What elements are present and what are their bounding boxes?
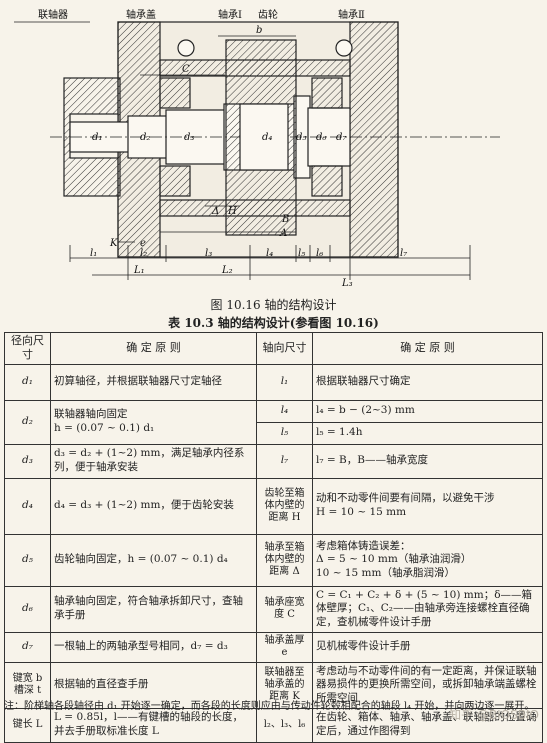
cell-rule: 一根轴上的两轴承型号相同，d₇ = d₃ [50, 631, 257, 663]
label-coupling: 联轴器 [38, 8, 68, 21]
label-L2: L₂ [221, 265, 233, 276]
label-shaft2: 轴承Ⅱ [338, 8, 365, 21]
label-d5: d₅ [296, 132, 306, 143]
label-gear: 齿轮 [258, 8, 278, 21]
label-d4: d₄ [262, 132, 272, 143]
cell-rule: l₄ = b − (2~3) mm [312, 399, 543, 423]
header-rule1: 确 定 原 则 [50, 332, 257, 365]
cell-symbol: d₃ [4, 443, 51, 479]
dimension-lines [14, 21, 471, 280]
cell-rule: 轴承轴向固定，符合轴承拆卸尺寸，查轴承手册 [50, 585, 257, 633]
cell-symbol: 齿轮至箱体内壁的距离 H [256, 477, 313, 535]
header-rule2: 确 定 原 则 [312, 332, 543, 365]
cell-symbol: d₁ [4, 363, 51, 401]
cell-rule: 联轴器轴向固定 h = (0.07 ~ 0.1) d₁ [50, 399, 257, 445]
cell-symbol: d₂ [4, 399, 51, 445]
label-B: B [281, 214, 289, 225]
cell-symbol: d₄ [4, 477, 51, 535]
cell-rule: 考虑动与不动零件间的有一定距离，并保证联轴器易损件的更换所需空间，或拆卸轴承端盖… [312, 661, 543, 709]
cell-rule: 根据轴的直径查手册 [50, 661, 257, 709]
cell-symbol: l₁ [256, 363, 313, 401]
label-l6: l₆ [316, 248, 323, 259]
label-C: C [182, 64, 190, 75]
drawing-labels: 联轴器 轴承盖 轴承Ⅰ 齿轮 轴承Ⅱ b C d₁ d₂ d₃ d₄ d₅ d₆… [38, 8, 407, 289]
cell-rule: 根据联轴器尺寸确定 [312, 363, 543, 401]
design-rules-table: 径向尺寸 确 定 原 则 轴向尺寸 确 定 原 则 d₁ 初算轴径，并根据联轴器… [4, 332, 543, 743]
cell-symbol: 轴承盖厚 e [256, 631, 313, 663]
cell-rule: l₅ = 1.4h [312, 421, 543, 445]
bearings [159, 39, 353, 197]
table-row: d₁ 初算轴径，并根据联轴器尺寸定轴径 l₁ 根据联轴器尺寸确定 [4, 363, 543, 401]
label-l1: l₁ [90, 248, 97, 259]
cell-symbol: d₆ [4, 585, 51, 633]
label-d6: d₆ [316, 132, 326, 143]
label-l5: l₅ [298, 248, 305, 259]
label-e: e [140, 238, 146, 249]
table-note: 注：阶梯轴各段轴径由 d₁ 开始逐一确定，而各段的长度则应由与传动件轮毂相配合的… [4, 701, 535, 712]
label-d1: d₁ [92, 132, 102, 143]
table-row: d₆ 轴承轴向固定，符合轴承拆卸尺寸，查轴承手册 轴承座宽度 C C = C₁ … [4, 585, 543, 633]
table-row: d₄ d₄ = d₃ + (1~2) mm，便于齿轮安装 齿轮至箱体内壁的距离 … [4, 477, 543, 535]
cell-symbol: l₇ [256, 443, 313, 479]
cell-rule: C = C₁ + C₂ + δ + (5 ~ 10) mm；δ——箱体壁厚；C₁… [312, 585, 543, 633]
cell-rule: d₄ = d₃ + (1~2) mm，便于齿轮安装 [50, 477, 257, 535]
label-delta: Δ [211, 206, 219, 217]
cell-symbol: d₅ [4, 533, 51, 587]
shaft-structure-drawing: 联轴器 轴承盖 轴承Ⅰ 齿轮 轴承Ⅱ b C d₁ d₂ d₃ d₄ d₅ d₆… [14, 8, 500, 289]
cell-rule: 初算轴径，并根据联轴器尺寸定轴径 [50, 363, 257, 401]
table-caption: 表 10.3 轴的结构设计(参看图 10.16) [168, 316, 379, 330]
gear-body [225, 39, 297, 236]
table-row: d₂ 联轴器轴向固定 h = (0.07 ~ 0.1) d₁ l₄ l₄ = b… [4, 399, 543, 445]
cell-rule: l₇ = B，B——轴承宽度 [312, 443, 543, 479]
label-shaft1: 轴承Ⅰ [218, 8, 242, 21]
label-l7: l₇ [400, 248, 407, 259]
cell-symbol: 轴承至箱体内壁的距离 Δ [256, 533, 313, 587]
label-b: b [256, 25, 262, 36]
header-axial: 轴向尺寸 [256, 332, 313, 365]
cell-symbol: l₅ [256, 421, 313, 445]
label-K: K [109, 238, 118, 249]
cell-rule: 考虑箱体铸造误差： Δ = 5 ~ 10 mm（轴承油润滑） 10 ~ 15 m… [312, 533, 543, 587]
cell-rule: d₃ = d₂ + (1~2) mm，满足轴承内径系列，便于轴承安装 [50, 443, 257, 479]
label-l4: l₄ [266, 248, 273, 259]
cell-symbol: 轴承座宽度 C [256, 585, 313, 633]
cell-symbol: l₄ [256, 399, 313, 423]
table-row: d₇ 一根轴上的两轴承型号相同，d₇ = d₃ 轴承盖厚 e 见机械零件设计手册 [4, 631, 543, 663]
table-row: d₅ 齿轮轴向固定，h = (0.07 ~ 0.1) d₄ 轴承至箱体内壁的距离… [4, 533, 543, 587]
figure-caption: 图 10.16 轴的结构设计 [210, 298, 337, 312]
label-d2: d₂ [140, 132, 150, 143]
cell-rule: 见机械零件设计手册 [312, 631, 543, 663]
label-A: A [279, 228, 287, 239]
cell-rule: 齿轮轴向固定，h = (0.07 ~ 0.1) d₄ [50, 533, 257, 587]
cell-rule: 动和不动零件间要有间隔，以避免干涉 H = 10 ~ 15 mm [312, 477, 543, 535]
label-d7: d₇ [336, 132, 346, 143]
label-l2: l₂ [140, 248, 147, 259]
table-row: l₅ l₅ = 1.4h [5, 421, 543, 445]
table-header-row: 径向尺寸 确 定 原 则 轴向尺寸 确 定 原 则 [4, 332, 543, 365]
label-l3: l₃ [205, 248, 212, 259]
label-d3: d₃ [184, 132, 194, 143]
label-L3: L₃ [341, 278, 353, 289]
table-row: 键宽 b 槽深 t 根据轴的直径查手册 联轴器至轴承盖的距离 K 考虑动与不动零… [4, 661, 543, 709]
cell-symbol: d₇ [4, 631, 51, 663]
table-row: d₃ d₃ = d₂ + (1~2) mm，满足轴承内径系列，便于轴承安装 l₇… [4, 443, 543, 479]
label-L1: L₁ [133, 265, 145, 276]
label-H: H [227, 206, 237, 217]
watermark: 知乎 @BIOSBIO [449, 708, 539, 722]
header-radial: 径向尺寸 [4, 332, 51, 365]
label-bearing-cap: 轴承盖 [126, 8, 156, 21]
